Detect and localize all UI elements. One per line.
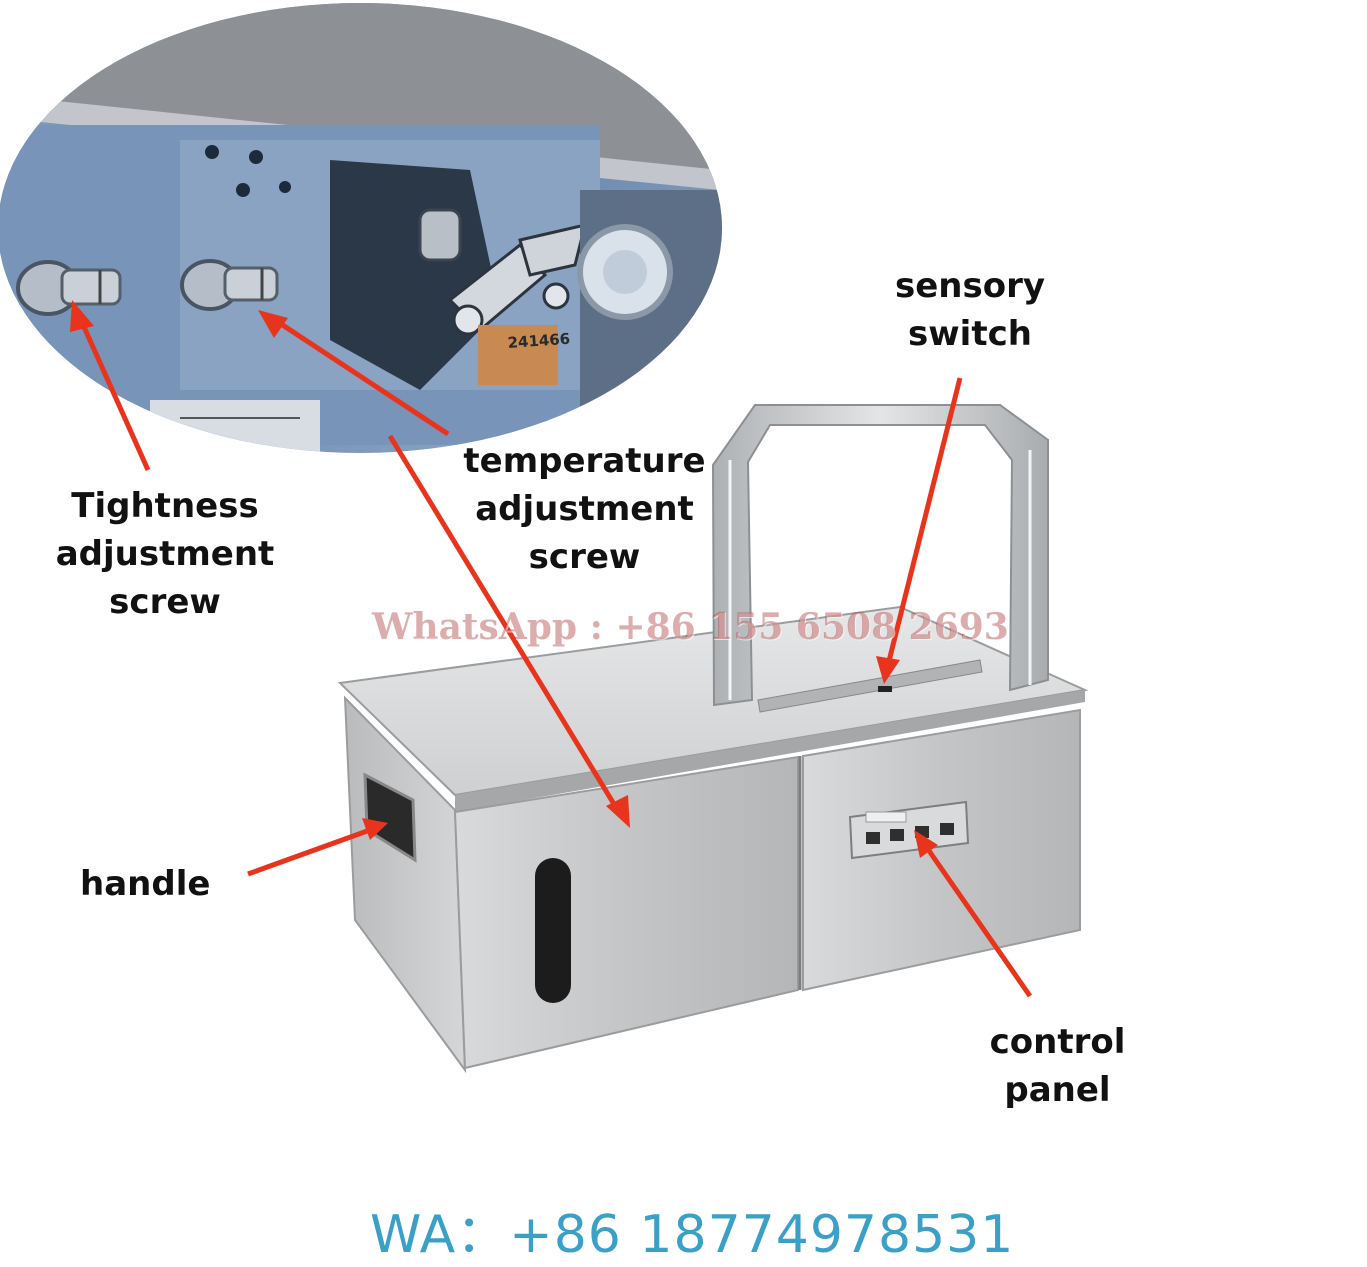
contact-number: WA：+86 18774978531 [370, 1205, 1015, 1265]
strapping-machine [337, 404, 1089, 1074]
callout-arrows [70, 300, 1033, 998]
arrow-control-panel [914, 830, 1033, 998]
label-line: screw [528, 537, 641, 577]
label-line: temperature [463, 441, 706, 481]
label-line: screw [109, 582, 221, 622]
label-temperature-adjustment-screw: temperature adjustment screw [452, 437, 717, 581]
side-handle [363, 772, 417, 863]
front-slot-window [535, 858, 571, 1003]
label-line: adjustment [475, 489, 694, 529]
label-line: adjustment [55, 534, 275, 574]
strap-arch [711, 404, 1049, 707]
arrow-inset-to-machine [387, 434, 630, 828]
label-line: panel [1004, 1070, 1111, 1110]
mechanism-closeup-inset: 241466 [0, 3, 722, 453]
label-line: handle [80, 864, 211, 904]
whatsapp-watermark: WhatsApp : +86 155 6508 2693 [372, 606, 1009, 648]
arrow-tightness [70, 300, 151, 472]
label-sensory-switch: sensory switch [880, 262, 1060, 358]
control-panel-device [848, 800, 970, 860]
label-line: sensory [894, 266, 1046, 306]
label-line: switch [908, 314, 1032, 354]
inset-serial-number: 241466 [507, 330, 571, 352]
arrow-sensory-switch [876, 377, 963, 684]
label-line: control [989, 1022, 1126, 1062]
label-control-panel: control panel [970, 1018, 1145, 1114]
label-tightness-adjustment-screw: Tightness adjustment screw [40, 482, 290, 626]
arrow-temperature [258, 310, 450, 437]
label-line: Tightness [71, 486, 259, 526]
label-handle: handle [80, 860, 250, 908]
arrow-handle [247, 818, 388, 877]
